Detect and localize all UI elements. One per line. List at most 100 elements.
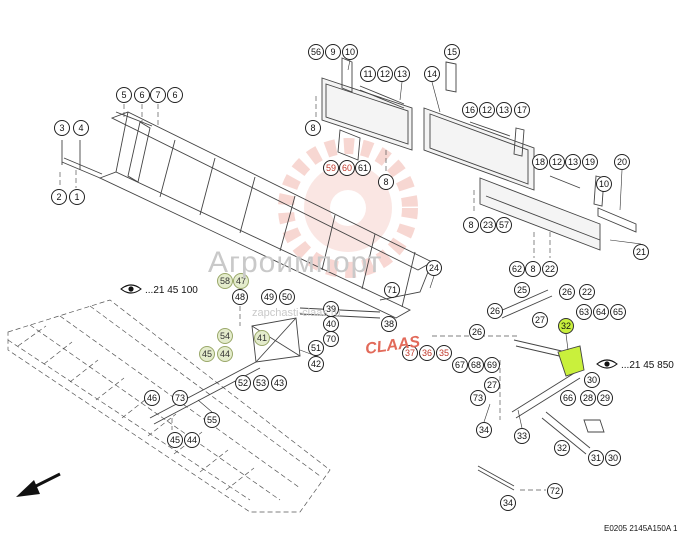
callout-6[interactable]: 6 xyxy=(134,87,150,103)
callout-34[interactable]: 34 xyxy=(476,422,492,438)
callout-73[interactable]: 73 xyxy=(470,390,486,406)
callout-15[interactable]: 15 xyxy=(444,44,460,60)
callout-12[interactable]: 12 xyxy=(479,102,495,118)
callout-25[interactable]: 25 xyxy=(514,282,530,298)
callout-64[interactable]: 64 xyxy=(593,304,609,320)
callout-27[interactable]: 27 xyxy=(484,377,500,393)
callout-14[interactable]: 14 xyxy=(424,66,440,82)
callout-44[interactable]: 44 xyxy=(184,432,200,448)
callout-17[interactable]: 17 xyxy=(514,102,530,118)
callout-44[interactable]: 44 xyxy=(217,346,233,362)
callout-33[interactable]: 33 xyxy=(514,428,530,444)
callout-60[interactable]: 60 xyxy=(339,160,355,176)
callout-26[interactable]: 26 xyxy=(469,324,485,340)
callout-71[interactable]: 71 xyxy=(384,282,400,298)
callout-number: 59 xyxy=(326,163,336,173)
callout-20[interactable]: 20 xyxy=(614,154,630,170)
callout-36[interactable]: 36 xyxy=(419,345,435,361)
callout-23[interactable]: 23 xyxy=(480,217,496,233)
drive-mechanism xyxy=(432,289,605,491)
callout-30[interactable]: 30 xyxy=(605,450,621,466)
callout-18[interactable]: 18 xyxy=(532,154,548,170)
callout-4[interactable]: 4 xyxy=(73,120,89,136)
reference-right-label[interactable]: ...21 45 850 xyxy=(621,360,674,371)
callout-55[interactable]: 55 xyxy=(204,412,220,428)
callout-49[interactable]: 49 xyxy=(261,289,277,305)
callout-11[interactable]: 11 xyxy=(360,66,376,82)
callout-28[interactable]: 28 xyxy=(580,390,596,406)
callout-45[interactable]: 45 xyxy=(199,346,215,362)
callout-57[interactable]: 57 xyxy=(496,217,512,233)
callout-number: 51 xyxy=(311,343,321,353)
callout-30[interactable]: 30 xyxy=(584,372,600,388)
callout-number: 72 xyxy=(550,486,560,496)
callout-12[interactable]: 12 xyxy=(377,66,393,82)
callout-10[interactable]: 10 xyxy=(342,44,358,60)
callout-32[interactable]: 32 xyxy=(554,440,570,456)
callout-6[interactable]: 6 xyxy=(167,87,183,103)
callout-8[interactable]: 8 xyxy=(378,174,394,190)
callout-8[interactable]: 8 xyxy=(305,120,321,136)
callout-2[interactable]: 2 xyxy=(51,189,67,205)
callout-58[interactable]: 58 xyxy=(217,273,233,289)
callout-70[interactable]: 70 xyxy=(323,331,339,347)
callout-41[interactable]: 41 xyxy=(254,330,270,346)
callout-72[interactable]: 72 xyxy=(547,483,563,499)
callout-19[interactable]: 19 xyxy=(582,154,598,170)
callout-27[interactable]: 27 xyxy=(532,312,548,328)
callout-42[interactable]: 42 xyxy=(308,356,324,372)
callout-13[interactable]: 13 xyxy=(565,154,581,170)
callout-37[interactable]: 37 xyxy=(402,345,418,361)
callout-73[interactable]: 73 xyxy=(172,390,188,406)
callout-7[interactable]: 7 xyxy=(150,87,166,103)
callout-12[interactable]: 12 xyxy=(549,154,565,170)
callout-32[interactable]: 32 xyxy=(558,318,574,334)
callout-66[interactable]: 66 xyxy=(560,390,576,406)
callout-61[interactable]: 61 xyxy=(355,160,371,176)
callout-22[interactable]: 22 xyxy=(579,284,595,300)
callout-45[interactable]: 45 xyxy=(167,432,183,448)
callout-50[interactable]: 50 xyxy=(279,289,295,305)
callout-56[interactable]: 56 xyxy=(308,44,324,60)
callout-1[interactable]: 1 xyxy=(69,189,85,205)
callout-29[interactable]: 29 xyxy=(597,390,613,406)
callout-26[interactable]: 26 xyxy=(487,303,503,319)
callout-26[interactable]: 26 xyxy=(559,284,575,300)
callout-8[interactable]: 8 xyxy=(525,261,541,277)
callout-number: 69 xyxy=(487,360,497,370)
callout-67[interactable]: 67 xyxy=(452,357,468,373)
callout-69[interactable]: 69 xyxy=(484,357,500,373)
callout-52[interactable]: 52 xyxy=(235,375,251,391)
callout-number: 10 xyxy=(345,47,355,57)
callout-46[interactable]: 46 xyxy=(144,390,160,406)
callout-8[interactable]: 8 xyxy=(463,217,479,233)
callout-31[interactable]: 31 xyxy=(588,450,604,466)
callout-13[interactable]: 13 xyxy=(394,66,410,82)
callout-54[interactable]: 54 xyxy=(217,328,233,344)
callout-63[interactable]: 63 xyxy=(576,304,592,320)
callout-5[interactable]: 5 xyxy=(116,87,132,103)
callout-43[interactable]: 43 xyxy=(271,375,287,391)
callout-47[interactable]: 47 xyxy=(233,273,249,289)
callout-number: 3 xyxy=(59,123,64,133)
callout-3[interactable]: 3 xyxy=(54,120,70,136)
callout-38[interactable]: 38 xyxy=(381,316,397,332)
callout-62[interactable]: 62 xyxy=(509,261,525,277)
callout-65[interactable]: 65 xyxy=(610,304,626,320)
callout-48[interactable]: 48 xyxy=(232,289,248,305)
callout-53[interactable]: 53 xyxy=(253,375,269,391)
reference-left-label[interactable]: ...21 45 100 xyxy=(145,285,198,296)
callout-51[interactable]: 51 xyxy=(308,340,324,356)
callout-21[interactable]: 21 xyxy=(633,244,649,260)
callout-68[interactable]: 68 xyxy=(468,357,484,373)
callout-59[interactable]: 59 xyxy=(323,160,339,176)
callout-34[interactable]: 34 xyxy=(500,495,516,511)
callout-13[interactable]: 13 xyxy=(496,102,512,118)
callout-10[interactable]: 10 xyxy=(596,176,612,192)
callout-35[interactable]: 35 xyxy=(436,345,452,361)
callout-22[interactable]: 22 xyxy=(542,261,558,277)
callout-24[interactable]: 24 xyxy=(426,260,442,276)
callout-16[interactable]: 16 xyxy=(462,102,478,118)
callout-9[interactable]: 9 xyxy=(325,44,341,60)
